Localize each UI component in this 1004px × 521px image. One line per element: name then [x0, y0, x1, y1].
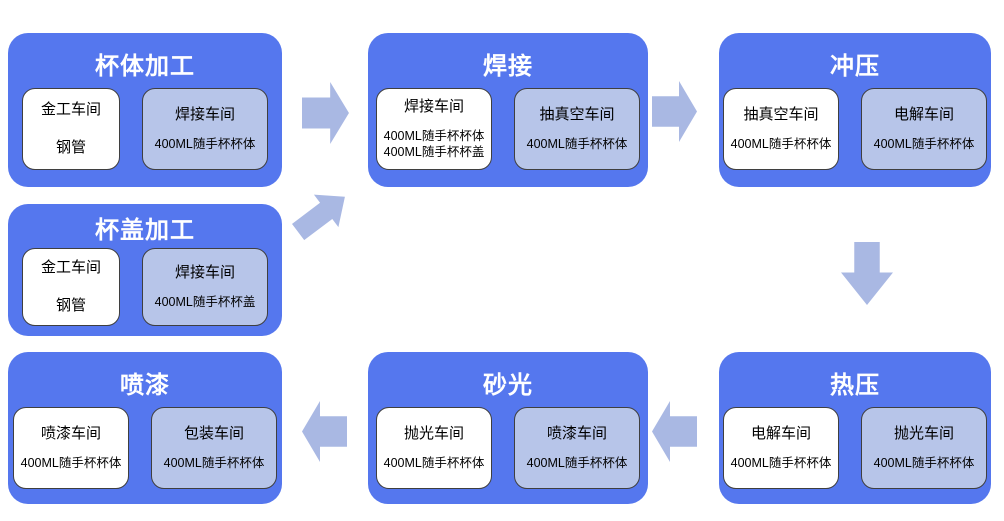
process-node-sanding[interactable]: 砂光 抛光车间 400ML随手杯杯体 喷漆车间 400ML随手杯杯体 [368, 352, 648, 504]
workshop-name: 抽真空车间 [539, 105, 615, 123]
workshop-card[interactable]: 电解车间 400ML随手杯杯体 [861, 88, 987, 170]
product-name: 400ML随手杯杯体 [873, 136, 975, 151]
workshop-name: 喷漆车间 [40, 424, 101, 442]
workshop-card[interactable]: 抛光车间 400ML随手杯杯体 [861, 407, 987, 489]
product-name: 400ML随手杯杯体 [383, 455, 485, 470]
flow-arrow-cup-lid-to-welding-up-right-icon[interactable] [286, 181, 357, 247]
workshop-name: 抛光车间 [893, 424, 954, 442]
workshop-cards: 抽真空车间 400ML随手杯杯体 电解车间 400ML随手杯杯体 [719, 88, 991, 170]
workshop-cards: 焊接车间 400ML随手杯杯体 400ML随手杯杯盖 抽真空车间 400ML随手… [368, 88, 648, 170]
flow-arrow-cup-body-to-welding-right-icon[interactable] [302, 81, 350, 145]
product-name: 400ML随手杯杯体 [730, 455, 832, 470]
workshop-name: 焊接车间 [174, 263, 235, 281]
workshop-name: 喷漆车间 [546, 424, 607, 442]
workshop-card[interactable]: 包装车间 400ML随手杯杯体 [151, 407, 277, 489]
product-name: 400ML随手杯杯盖 [383, 144, 485, 159]
workshop-name: 包装车间 [183, 424, 244, 442]
node-title: 热压 [830, 372, 880, 399]
workshop-card[interactable]: 喷漆车间 400ML随手杯杯体 [514, 407, 640, 489]
flow-arrow-welding-to-stamping-right-icon[interactable] [652, 80, 698, 143]
node-title: 焊接 [483, 53, 533, 80]
flow-arrow-sanding-to-spray-painting-left-icon[interactable] [301, 400, 347, 463]
workshop-card[interactable]: 金工车间 钢管 [22, 248, 120, 326]
product-name: 400ML随手杯杯体 [526, 455, 628, 470]
workshop-name: 金工车间 [40, 258, 101, 276]
workshop-name: 电解车间 [750, 424, 811, 442]
product-name: 400ML随手杯杯体 [154, 136, 256, 151]
workshop-cards: 电解车间 400ML随手杯杯体 抛光车间 400ML随手杯杯体 [719, 407, 991, 489]
workshop-card[interactable]: 焊接车间 400ML随手杯杯体 [142, 88, 268, 170]
product-name: 400ML随手杯杯体 [730, 136, 832, 151]
workshop-name: 金工车间 [40, 100, 101, 118]
flow-arrow-stamping-to-hot-pressing-down-icon[interactable] [840, 242, 894, 306]
workshop-name: 焊接车间 [174, 105, 235, 123]
workshop-name: 电解车间 [893, 105, 954, 123]
material-name: 钢管 [55, 296, 86, 314]
workshop-cards: 金工车间 钢管 焊接车间 400ML随手杯杯体 [8, 88, 282, 170]
product-name: 400ML随手杯杯体 [526, 136, 628, 151]
workshop-card[interactable]: 金工车间 钢管 [22, 88, 120, 170]
workshop-card[interactable]: 抛光车间 400ML随手杯杯体 [376, 407, 492, 489]
process-node-spray-painting[interactable]: 喷漆 喷漆车间 400ML随手杯杯体 包装车间 400ML随手杯杯体 [8, 352, 282, 504]
workshop-cards: 抛光车间 400ML随手杯杯体 喷漆车间 400ML随手杯杯体 [368, 407, 648, 489]
node-title: 喷漆 [120, 372, 170, 399]
flow-arrow-hot-pressing-to-sanding-left-icon[interactable] [651, 400, 697, 463]
workshop-cards: 金工车间 钢管 焊接车间 400ML随手杯杯盖 [8, 248, 282, 326]
workshop-cards: 喷漆车间 400ML随手杯杯体 包装车间 400ML随手杯杯体 [8, 407, 282, 489]
workshop-card[interactable]: 喷漆车间 400ML随手杯杯体 [13, 407, 129, 489]
workshop-card[interactable]: 焊接车间 400ML随手杯杯体 400ML随手杯杯盖 [376, 88, 492, 170]
node-title: 砂光 [483, 372, 533, 399]
node-title: 冲压 [830, 53, 880, 80]
node-title: 杯体加工 [95, 53, 195, 80]
workshop-card[interactable]: 抽真空车间 400ML随手杯杯体 [514, 88, 640, 170]
workshop-card[interactable]: 抽真空车间 400ML随手杯杯体 [723, 88, 839, 170]
process-node-welding[interactable]: 焊接 焊接车间 400ML随手杯杯体 400ML随手杯杯盖 抽真空车间 400M… [368, 33, 648, 187]
process-node-hot-pressing[interactable]: 热压 电解车间 400ML随手杯杯体 抛光车间 400ML随手杯杯体 [719, 352, 991, 504]
product-name: 400ML随手杯杯盖 [154, 294, 256, 309]
workshop-card[interactable]: 焊接车间 400ML随手杯杯盖 [142, 248, 268, 326]
workshop-card[interactable]: 电解车间 400ML随手杯杯体 [723, 407, 839, 489]
material-name: 钢管 [55, 138, 86, 156]
product-name: 400ML随手杯杯体 [383, 128, 485, 143]
product-name: 400ML随手杯杯体 [873, 455, 975, 470]
process-node-cup-body-processing[interactable]: 杯体加工 金工车间 钢管 焊接车间 400ML随手杯杯体 [8, 33, 282, 187]
workshop-name: 抽真空车间 [743, 105, 819, 123]
workshop-name: 焊接车间 [403, 97, 464, 115]
process-node-cup-lid-processing[interactable]: 杯盖加工 金工车间 钢管 焊接车间 400ML随手杯杯盖 [8, 204, 282, 336]
workshop-name: 抛光车间 [403, 424, 464, 442]
product-name: 400ML随手杯杯体 [163, 455, 265, 470]
product-name: 400ML随手杯杯体 [20, 455, 122, 470]
node-title: 杯盖加工 [95, 217, 195, 244]
process-node-stamping[interactable]: 冲压 抽真空车间 400ML随手杯杯体 电解车间 400ML随手杯杯体 [719, 33, 991, 187]
